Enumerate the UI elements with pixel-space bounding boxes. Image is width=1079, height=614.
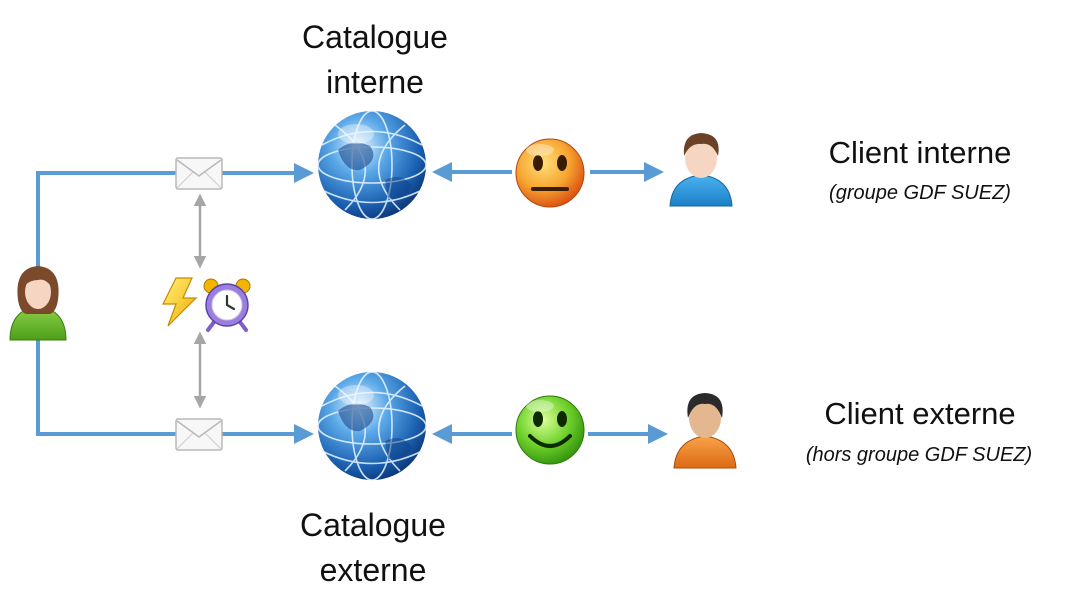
external-catalog-label-line2: externe — [319, 552, 427, 588]
flow-line-to-internal — [36, 171, 180, 270]
envelope-icon — [175, 157, 223, 190]
globe-icon — [317, 371, 427, 481]
internal-client-title: Client interne — [828, 135, 1012, 170]
internal-catalog-label-line1: Catalogue — [302, 19, 448, 55]
orange-user-icon — [673, 393, 737, 469]
internal-client-subtitle: (groupe GDF SUEZ) — [829, 182, 1011, 204]
flow-line-to-external — [36, 340, 180, 436]
external-catalog-label: Catalogue externe — [253, 503, 493, 593]
external-client-title: Client externe — [824, 396, 1016, 431]
globe-icon — [317, 110, 427, 220]
blue-user-icon — [669, 133, 733, 207]
envelope-icon — [175, 418, 223, 451]
woman-user-icon — [9, 266, 67, 341]
alarm-clock-icon — [203, 278, 251, 332]
internal-catalog-label: Catalogue interne — [255, 15, 495, 105]
neutral-face-icon — [515, 138, 585, 208]
external-client-subtitle: (hors groupe GDF SUEZ) — [805, 444, 1033, 466]
lightning-icon — [162, 277, 198, 327]
internal-catalog-label-line2: interne — [326, 64, 424, 100]
external-catalog-label-line1: Catalogue — [300, 507, 446, 543]
smiley-face-icon — [515, 395, 585, 465]
